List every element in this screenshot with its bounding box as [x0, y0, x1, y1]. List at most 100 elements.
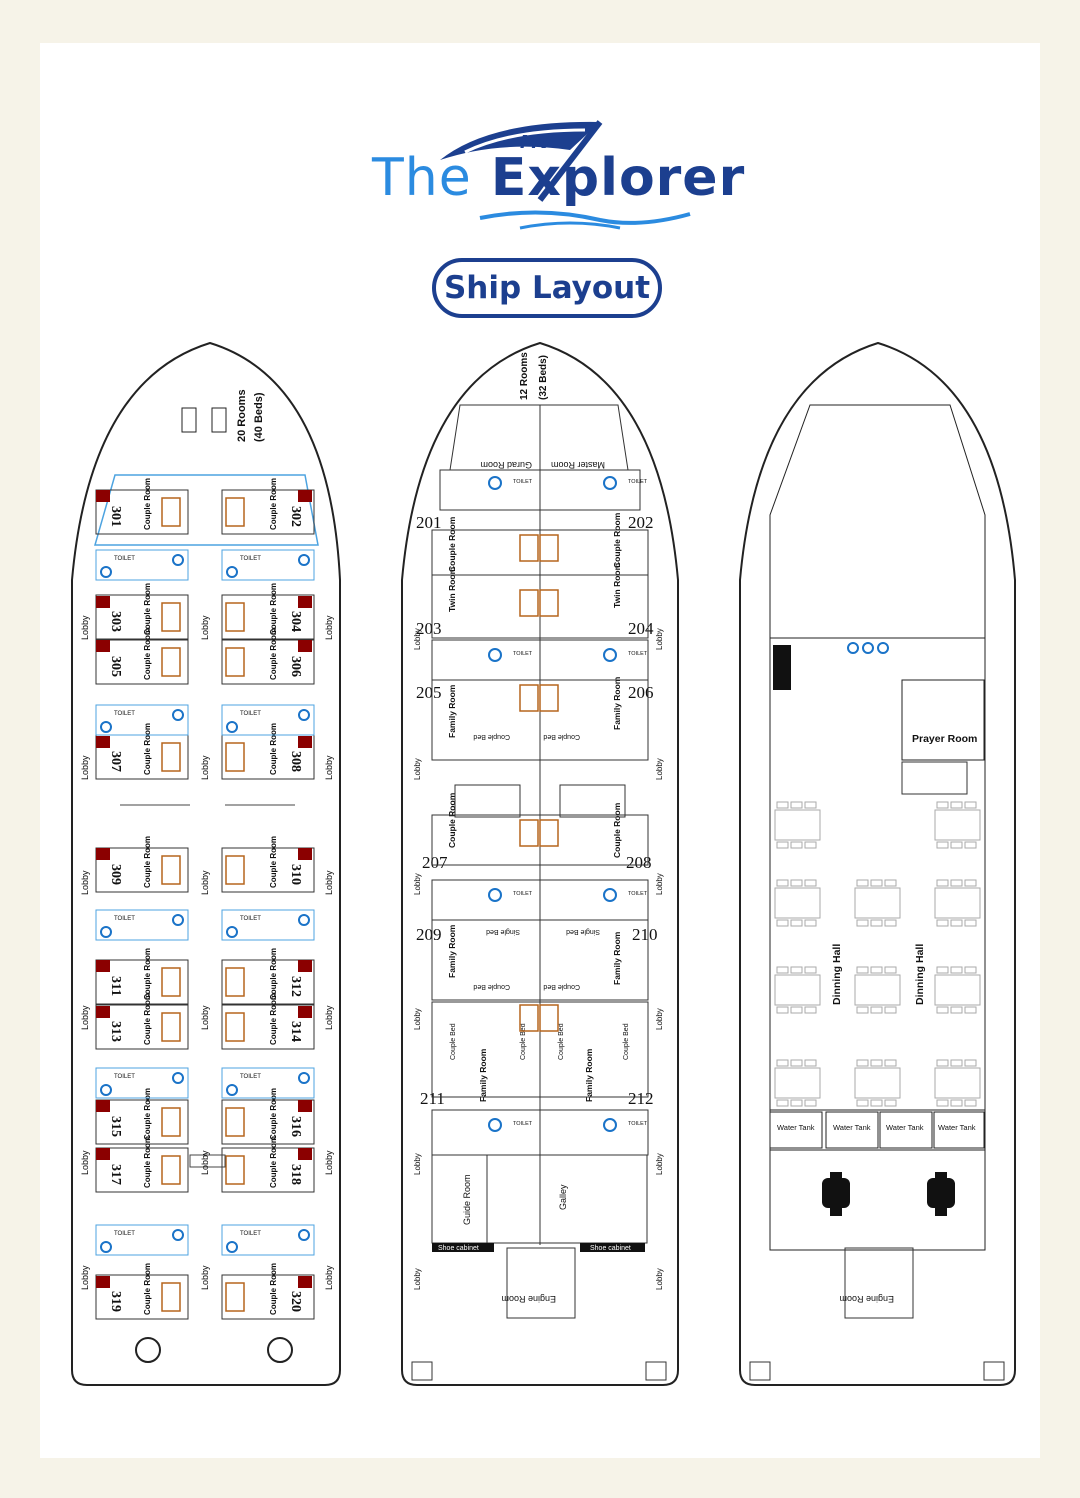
deck2-toilet-label: TOILET [628, 1121, 648, 1127]
deck3-lobby: Lobby [80, 870, 90, 895]
deck2-hatch-icon [411, 1361, 433, 1381]
sink-icon [100, 1084, 112, 1096]
bed-icon [539, 589, 559, 617]
dining-table-icon [774, 1059, 821, 1107]
bed-icon [225, 1282, 245, 1312]
deck2-lobby: Lobby [413, 1268, 422, 1290]
deck2-room-type: Family Room [612, 676, 622, 730]
deck2-lobby: Lobby [413, 873, 422, 895]
deck2-toilet: TOILET [603, 476, 648, 490]
deck3-room-number: 301 [108, 506, 123, 527]
deck2-toilet-label: TOILET [513, 651, 533, 657]
deck2-capacity-rooms: 12 Rooms [519, 352, 530, 400]
deck2-lobby: Lobby [413, 758, 422, 780]
deck3-room-type: Couple Room [143, 583, 152, 635]
sink-icon [298, 914, 310, 926]
deck1-engine-icon [927, 1172, 955, 1216]
deck3-room-number: 305 [108, 656, 123, 677]
deck3-lobby: Lobby [200, 755, 210, 780]
deck1-dinning-hall-label: Dinning Hall [831, 944, 843, 1005]
accent-block [96, 1276, 110, 1288]
deck2-lobby: Lobby [655, 758, 664, 780]
deck2-couple-bed-label: Couple Bed [520, 1023, 527, 1060]
deck2-lobby: Lobby [655, 628, 664, 650]
deck2-room-type: Couple Room [612, 512, 622, 568]
deck2-room-number: 210 [632, 925, 658, 944]
deck3-room-type: Couple Room [269, 583, 278, 635]
deck3-lobby: Lobby [80, 615, 90, 640]
deck2-room-outline [539, 1001, 649, 1098]
sink-icon [172, 1229, 184, 1241]
deck3-lobby: Lobby [324, 1005, 334, 1030]
deck3-room-number: 316 [288, 1116, 303, 1137]
deck3-hull [71, 341, 341, 1386]
deck3-room-type: Couple Room [269, 836, 278, 888]
deck3-toilet-label: TOILET [114, 916, 135, 922]
deck2-room-number: 211 [420, 1089, 445, 1108]
sink-icon [603, 648, 617, 662]
deck2-hatch-icon [645, 1361, 667, 1381]
deck3-room-number: 302 [288, 506, 303, 527]
deck1-water-tank [769, 1111, 823, 1149]
brand-explorer: Explorer [490, 148, 746, 208]
deck3-lobby: Lobby [324, 870, 334, 895]
deck1-stairs [901, 761, 968, 795]
deck2-room-number: 205 [416, 683, 442, 702]
bed-icon [539, 1004, 559, 1032]
bed-icon [539, 534, 559, 562]
deck3-room-type: Couple Room [143, 478, 152, 530]
deck3-room-number: 306 [288, 656, 303, 677]
deck2-room-type: Family Room [584, 1048, 594, 1102]
sink-icon [172, 709, 184, 721]
deck2-galley-label: Galley [558, 1184, 568, 1210]
deck2-couple-bed-label: Couple Bed [558, 1023, 565, 1060]
deck1-prayer-room [901, 679, 985, 761]
bed-icon [161, 742, 181, 772]
bed-icon [225, 742, 245, 772]
brand-the: The [372, 148, 472, 208]
dining-table-icon [934, 966, 981, 1014]
deck3-lobby: Lobby [80, 755, 90, 780]
deck3-room-type: Couple Room [143, 1136, 152, 1188]
deck2-toilet-label: TOILET [513, 1121, 533, 1127]
deck2-toilet: TOILET [603, 1118, 648, 1132]
deck2-toilet: TOILET [603, 888, 648, 902]
deck2-room-outline [539, 919, 649, 1001]
deck3-toilet-block: TOILET [95, 1224, 189, 1256]
deck2-room-number: 201 [416, 513, 442, 532]
accent-block [96, 1100, 110, 1112]
deck1-hatch-icon [983, 1361, 1005, 1381]
deck2-lobby: Lobby [413, 628, 422, 650]
bed-icon [161, 497, 181, 527]
sink-icon [172, 554, 184, 566]
deck1-water-tank-label: Water Tank [777, 1123, 815, 1132]
sink-icon [226, 1084, 238, 1096]
sink-icon [100, 566, 112, 578]
deck3-room-type: Couple Room [143, 628, 152, 680]
deck2-lobby: Lobby [655, 873, 664, 895]
deck2-single-bed-label: Single Bed [486, 928, 520, 935]
page-title: Ship Layout [432, 258, 662, 318]
deck2-guide-room-label: Guide Room [462, 1174, 472, 1225]
deck3-toilet-block: TOILET [221, 909, 315, 941]
dining-table-icon [934, 1059, 981, 1107]
deck2-shoe-cabinet [580, 1243, 645, 1252]
deck3-room-number: 311 [108, 976, 123, 996]
deck2-room-outline [431, 1109, 541, 1156]
bed-icon [225, 1155, 245, 1185]
accent-block [298, 736, 312, 748]
deck3-lobby: Lobby [80, 1150, 90, 1175]
accent-block [96, 1148, 110, 1160]
deck3-room-type: Couple Room [143, 836, 152, 888]
deck3-room-number: 315 [108, 1116, 123, 1137]
deck2-engine-room-label: Engine Room [501, 1294, 556, 1304]
deck2-shoe-cabinet-label: Shoe cabinet [590, 1245, 631, 1252]
deck2-capacity-beds: (32 Beds) [538, 355, 549, 400]
deck2-room-outline [539, 639, 649, 681]
